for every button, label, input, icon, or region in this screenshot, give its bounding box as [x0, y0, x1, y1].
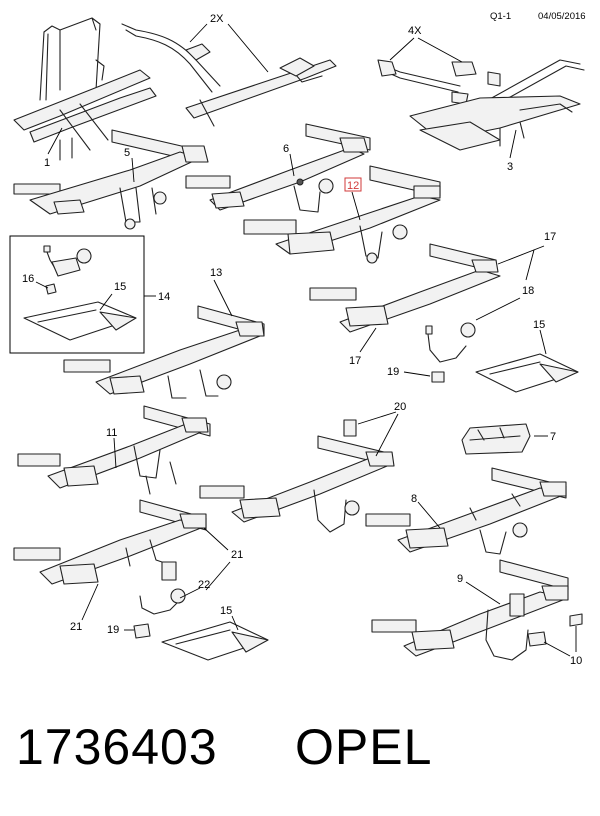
sheet-id: Q1-1: [490, 11, 511, 22]
kit-14-drawing: [23, 245, 137, 341]
leader-9: [465, 581, 501, 605]
callout-7: 7: [550, 431, 556, 443]
callout-2x: 2X: [210, 13, 224, 25]
leader-11: [113, 437, 117, 469]
leader-12: [351, 191, 361, 221]
leader-20b: [375, 413, 399, 457]
leader-10a: [543, 641, 571, 657]
leader-22: [179, 587, 201, 599]
tow-bar-17-drawing: [309, 243, 579, 393]
callout-9: 9: [457, 573, 463, 585]
leader-19a: [403, 371, 431, 377]
callout-17b: 17: [349, 355, 361, 367]
tow-bar-13-drawing: [63, 305, 265, 399]
callout-17a: 17: [544, 231, 556, 243]
carrier-arm-drawing: [121, 23, 337, 127]
tow-bar-20-drawing: [199, 419, 395, 533]
leader-16: [35, 281, 49, 289]
callout-11: 11: [106, 427, 117, 439]
tow-bar-8-drawing: [365, 467, 567, 555]
leader-15c: [231, 615, 239, 631]
tow-bar-9-drawing: [371, 559, 583, 661]
tow-bar-12-drawing: [243, 165, 441, 264]
leader-4x-a: [389, 37, 415, 61]
callout-15c: 15: [220, 605, 232, 617]
leader-17a: [497, 245, 545, 265]
callout-12[interactable]: 12: [347, 180, 359, 192]
callout-19b: 19: [107, 624, 119, 636]
leader-17a-b: [525, 249, 535, 281]
callout-19a: 19: [387, 366, 399, 378]
leader-18: [475, 297, 521, 321]
callout-20: 20: [394, 401, 406, 413]
callout-16: 16: [22, 273, 34, 285]
leader-13: [213, 279, 233, 317]
tow-bar-21-drawing: [13, 499, 269, 661]
leader-20a: [357, 411, 397, 425]
callout-22: 22: [198, 579, 210, 591]
callout-21b: 21: [70, 621, 82, 633]
rear-rack-drawing: [409, 59, 585, 151]
callout-3: 3: [507, 161, 513, 173]
callout-6: 6: [283, 143, 289, 155]
callout-4x: 4X: [408, 25, 422, 37]
footer: 1736403 OPEL: [16, 712, 586, 782]
callout-15b: 15: [533, 319, 545, 331]
leader-1: [47, 127, 63, 155]
leader-2x-a: [189, 23, 208, 43]
leader-21b: [81, 583, 99, 621]
callout-18: 18: [522, 285, 534, 297]
leader-21a: [203, 527, 229, 551]
leader-15a: [99, 293, 113, 311]
callout-14: 14: [158, 291, 170, 303]
callout-12-box: [344, 177, 362, 192]
leader-8: [417, 501, 441, 529]
callout-13: 13: [210, 267, 222, 279]
leader-17b: [359, 327, 377, 353]
callout-1: 1: [44, 157, 50, 169]
sheet-date: 04/05/2016: [538, 11, 586, 22]
leader-6: [289, 153, 295, 177]
tow-bar-11-drawing: [17, 405, 211, 495]
leader-15b: [539, 329, 547, 355]
callout-5: 5: [124, 147, 130, 159]
part-number: 1736403: [16, 719, 218, 775]
leader-2x-b: [227, 23, 269, 73]
clamp-set-drawing: [377, 59, 501, 105]
tow-bar-5-drawing: [13, 129, 209, 230]
leader-5: [131, 157, 135, 183]
callout-21a: 21: [231, 549, 243, 561]
leader-3: [509, 129, 517, 159]
callout-15a: 15: [114, 281, 126, 293]
callout-8: 8: [411, 493, 417, 505]
leader-21a-b: [205, 561, 231, 591]
callout-10: 10: [570, 655, 582, 667]
leader-4x-b: [417, 37, 463, 63]
tow-bar-6-drawing: [185, 123, 371, 213]
kit-14-box: [9, 235, 145, 354]
brand-name: OPEL: [295, 719, 433, 775]
module-7-drawing: [461, 423, 531, 455]
